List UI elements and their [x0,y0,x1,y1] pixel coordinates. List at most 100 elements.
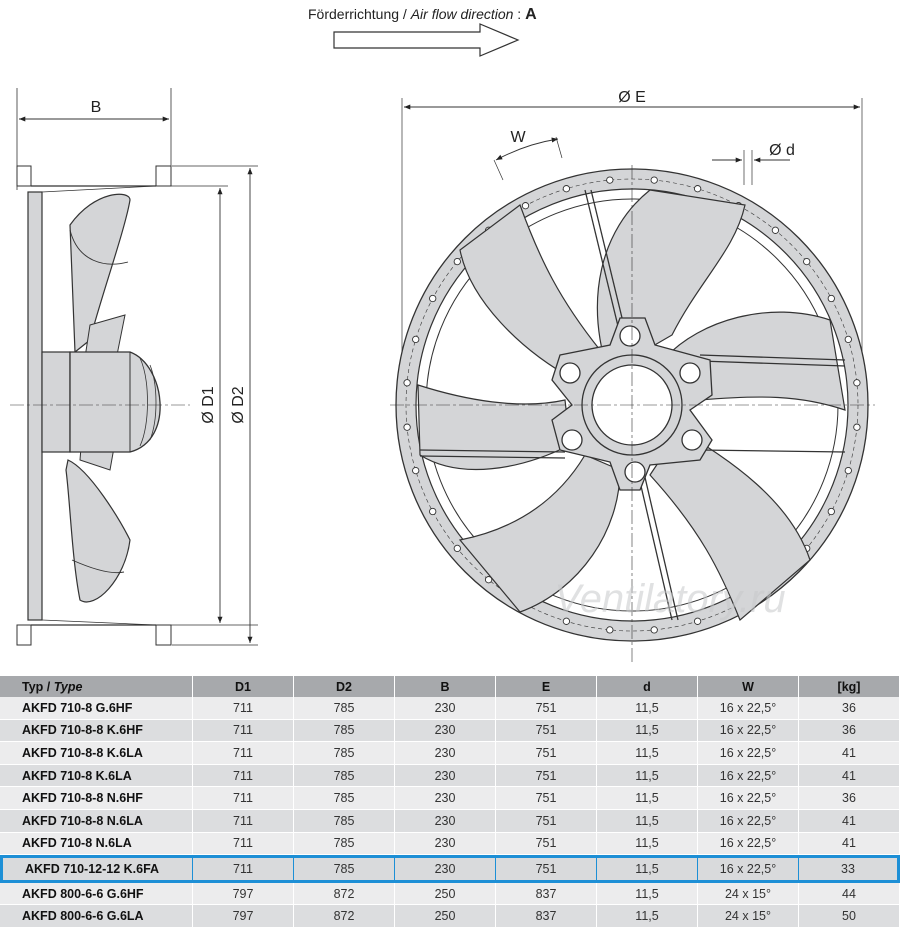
cell-e: 751 [496,697,597,720]
cell-hole-d: 11,5 [597,855,698,883]
cell-d2: 785 [294,832,395,856]
header-d1: D1 [193,676,294,697]
cell-e: 751 [496,832,597,856]
cell-b: 250 [395,905,496,928]
cell-type: AKFD 710-8-8 N.6LA [0,809,193,833]
cell-d1: 711 [193,719,294,743]
cell-d2: 872 [294,905,395,928]
cell-d2: 785 [294,742,395,765]
bolt-hole [412,466,420,475]
bolt-hole [484,576,493,584]
header-hole-d: d [597,676,698,697]
bolt-hole [693,617,702,625]
cell-weight: 36 [799,787,900,810]
cell-w: 24 x 15° [698,905,799,928]
cell-b: 230 [395,764,496,788]
cell-hole-d: 11,5 [597,905,698,928]
cell-e: 751 [496,764,597,788]
spec-table-container: Typ / Type D1 D2 B E d W [kg] AKFD 710-8… [0,676,900,928]
cell-w: 16 x 22,5° [698,787,799,810]
cell-d1: 711 [193,764,294,788]
watermark: Ventilatory.ru [554,577,785,621]
cell-hole-d: 11,5 [597,742,698,765]
cell-d1: 711 [193,742,294,765]
cell-w: 16 x 22,5° [698,764,799,788]
dim-d1-label: Ø D1 [200,386,217,423]
cell-d1: 711 [193,809,294,833]
cell-type: AKFD 710-8-8 N.6HF [0,787,193,810]
cell-weight: 41 [799,832,900,856]
cell-hole-d: 11,5 [597,697,698,720]
bolt-hole [562,185,571,193]
cell-b: 250 [395,882,496,906]
dim-d2-label: Ø D2 [230,386,247,423]
bolt-hole [693,185,702,193]
cell-weight: 36 [799,719,900,743]
header-type: Typ / Type [0,676,193,697]
cell-d2: 785 [294,764,395,788]
cell-weight: 36 [799,697,900,720]
spec-table: Typ / Type D1 D2 B E d W [kg] AKFD 710-8… [0,676,900,928]
bolt-hole [453,544,461,553]
bolt-hole [403,379,411,387]
fan-blades [417,189,846,622]
header-w: W [698,676,799,697]
cell-hole-d: 11,5 [597,719,698,743]
cell-type: AKFD 710-8 N.6LA [0,832,193,856]
cell-w: 16 x 22,5° [698,832,799,856]
header-d2: D2 [294,676,395,697]
cell-e: 837 [496,882,597,906]
cell-type: AKFD 710-8-8 K.6HF [0,719,193,743]
cell-w: 16 x 22,5° [698,697,799,720]
dim-e-label: Ø E [618,89,646,106]
bolt-hole [844,335,852,344]
header-weight: [kg] [799,676,900,697]
cell-b: 230 [395,809,496,833]
cell-w: 16 x 22,5° [698,809,799,833]
cell-weight: 33 [799,855,900,883]
cell-d1: 797 [193,905,294,928]
cell-weight: 44 [799,882,900,906]
cell-weight: 41 [799,742,900,765]
table-header-row: Typ / Type D1 D2 B E d W [kg] [0,676,900,697]
cell-d2: 785 [294,787,395,810]
dim-d-label: Ø d [769,142,795,159]
cell-e: 751 [496,809,597,833]
cell-b: 230 [395,719,496,743]
cell-b: 230 [395,697,496,720]
cell-weight: 41 [799,809,900,833]
cell-hole-d: 11,5 [597,882,698,906]
bolt-hole [403,423,411,431]
airflow-arrow-icon [333,23,520,57]
cell-hole-d: 11,5 [597,764,698,788]
cell-e: 751 [496,855,597,883]
header-b: B [395,676,496,697]
bolt-hole [844,466,852,475]
cell-e: 751 [496,787,597,810]
bolt-hole [853,379,861,387]
cell-w: 16 x 22,5° [698,855,799,883]
cell-type: AKFD 710-8 G.6HF [0,697,193,720]
cell-type: AKFD 710-8-8 K.6LA [0,742,193,765]
cell-d2: 785 [294,809,395,833]
cell-e: 751 [496,742,597,765]
dim-w-label: W [510,129,526,146]
bolt-hole [827,507,835,516]
cell-weight: 41 [799,764,900,788]
cell-e: 751 [496,719,597,743]
bolt-hole [827,294,835,303]
cell-w: 24 x 15° [698,882,799,906]
cell-d2: 785 [294,697,395,720]
cell-weight: 50 [799,905,900,928]
cell-type: AKFD 710-8 K.6LA [0,764,193,788]
side-view [10,88,258,646]
cell-b: 230 [395,787,496,810]
header-e: E [496,676,597,697]
cell-b: 230 [395,832,496,856]
